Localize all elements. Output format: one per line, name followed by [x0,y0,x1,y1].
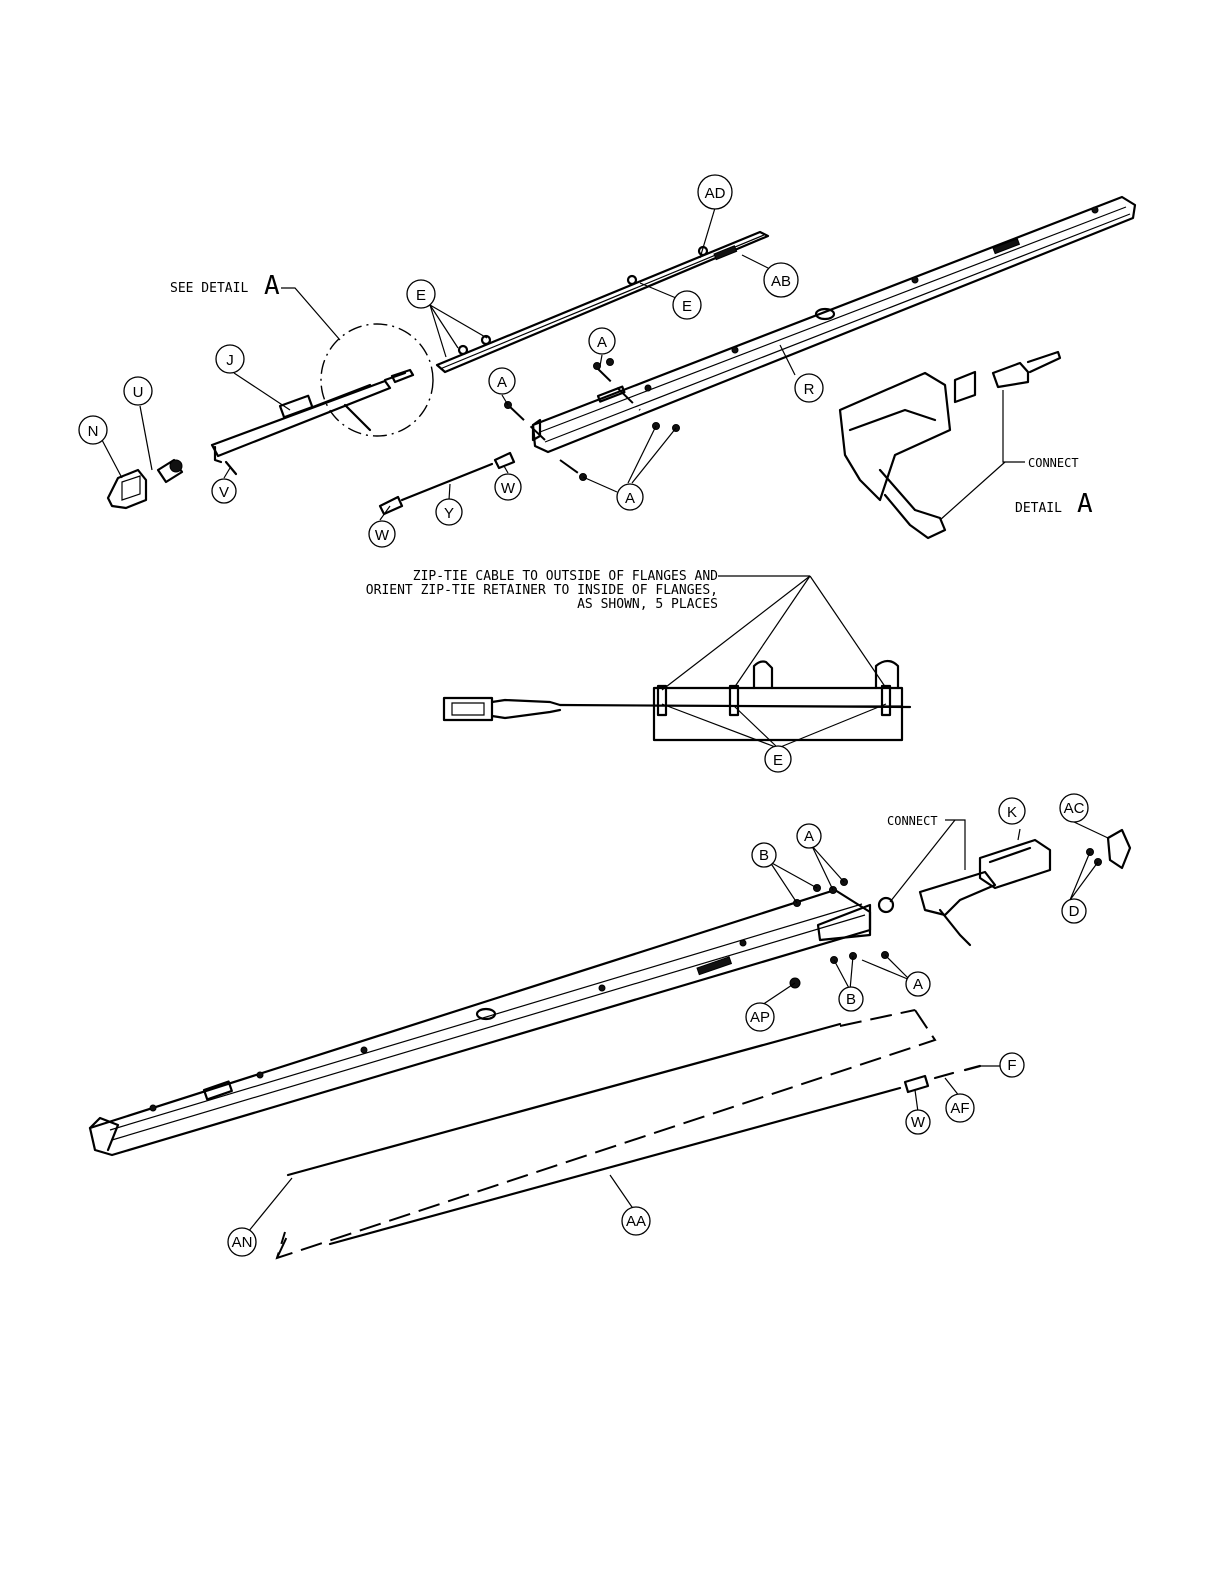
rod-group-outline [277,1010,935,1258]
svg-text:A: A [625,490,635,507]
zip-tie-note: ZIP-TIE CABLE TO OUTSIDE OF FLANGES AND … [366,569,718,612]
svg-text:A: A [913,976,923,993]
balloon-ac: AC [1060,794,1088,822]
see-detail-letter: A [264,271,280,301]
balloon-ad: AD [698,175,732,209]
balloon-j: J [216,345,244,373]
coupler-w-left [380,497,402,514]
svg-text:AN: AN [232,1234,253,1251]
detail-letter: A [1077,489,1093,519]
connect-label-bottom: CONNECT [887,814,938,828]
svg-text:A: A [497,374,507,391]
svg-text:E: E [416,287,426,304]
balloon-v: V [212,479,236,503]
svg-text:B: B [846,991,856,1008]
shaft-y [402,464,492,500]
svg-text:W: W [911,1114,926,1131]
balloon-u: U [124,377,152,405]
balloon-w: W [369,521,395,547]
balloon-y: Y [436,499,462,525]
svg-text:B: B [759,847,769,864]
balloon-aa: AA [622,1207,650,1235]
zip-tie-line3: AS SHOWN, 5 PLACES [577,597,718,612]
svg-text:E: E [682,298,692,315]
zip-tie-line2: ORIENT ZIP-TIE RETAINER TO INSIDE OF FLA… [366,583,718,598]
rod-aa [330,1088,900,1244]
screw-f [965,1066,980,1070]
balloon-r: R [795,374,823,402]
motor-bracket-j [212,370,413,462]
svg-text:AF: AF [950,1100,969,1117]
svg-text:AA: AA [626,1213,646,1230]
cover-n [108,470,146,508]
svg-text:A: A [597,334,607,351]
coupler-af [935,1073,953,1078]
balloon-a: A [589,328,615,354]
connect-label-detail: CONNECT [1028,456,1079,470]
balloon-w: W [495,474,521,500]
balloon-e: E [765,746,791,772]
balloon-b: B [839,987,863,1011]
leader-lines-bottom [248,820,1108,1232]
svg-text:AD: AD [705,185,726,202]
balloon-k: K [999,798,1025,824]
see-detail-label: SEE DETAIL [170,281,248,296]
balloon-a: A [797,824,821,848]
svg-text:D: D [1069,903,1080,920]
svg-text:W: W [501,480,516,497]
svg-text:U: U [133,384,144,401]
rail-r [533,197,1135,452]
balloon-ap: AP [746,1003,774,1031]
svg-text:N: N [88,423,99,440]
bracket-ac [1108,830,1130,868]
balloon-n: N [79,416,107,444]
svg-text:AB: AB [771,273,791,290]
balloon-an: AN [228,1228,256,1256]
balloon-b: B [752,843,776,867]
svg-text:V: V [219,484,229,501]
balloon-e: E [673,291,701,319]
balloon-a: A [906,972,930,996]
zip-tie-line1: ZIP-TIE CABLE TO OUTSIDE OF FLANGES AND [413,569,718,584]
svg-text:Y: Y [444,505,454,522]
detail-label: DETAIL [1015,501,1062,516]
knob-u [158,460,182,482]
balloon-a: A [617,484,643,510]
svg-text:K: K [1007,804,1017,821]
svg-text:W: W [375,527,390,544]
balloon-a: A [489,368,515,394]
svg-text:AP: AP [750,1009,770,1026]
svg-text:F: F [1007,1057,1016,1074]
balloon-d: D [1062,899,1086,923]
balloon-af: AF [946,1094,974,1122]
svg-text:R: R [804,381,815,398]
flange-bracket [444,661,910,740]
svg-text:A: A [804,828,814,845]
svg-text:E: E [773,752,783,769]
balloon-ab: AB [764,263,798,297]
balloon-f: F [1000,1053,1024,1077]
svg-text:AC: AC [1064,800,1085,817]
svg-text:J: J [226,352,234,369]
coupler-w-bottom [905,1076,928,1092]
balloon-e: E [407,280,435,308]
balloon-w: W [906,1110,930,1134]
detail-a-circle [321,324,433,436]
